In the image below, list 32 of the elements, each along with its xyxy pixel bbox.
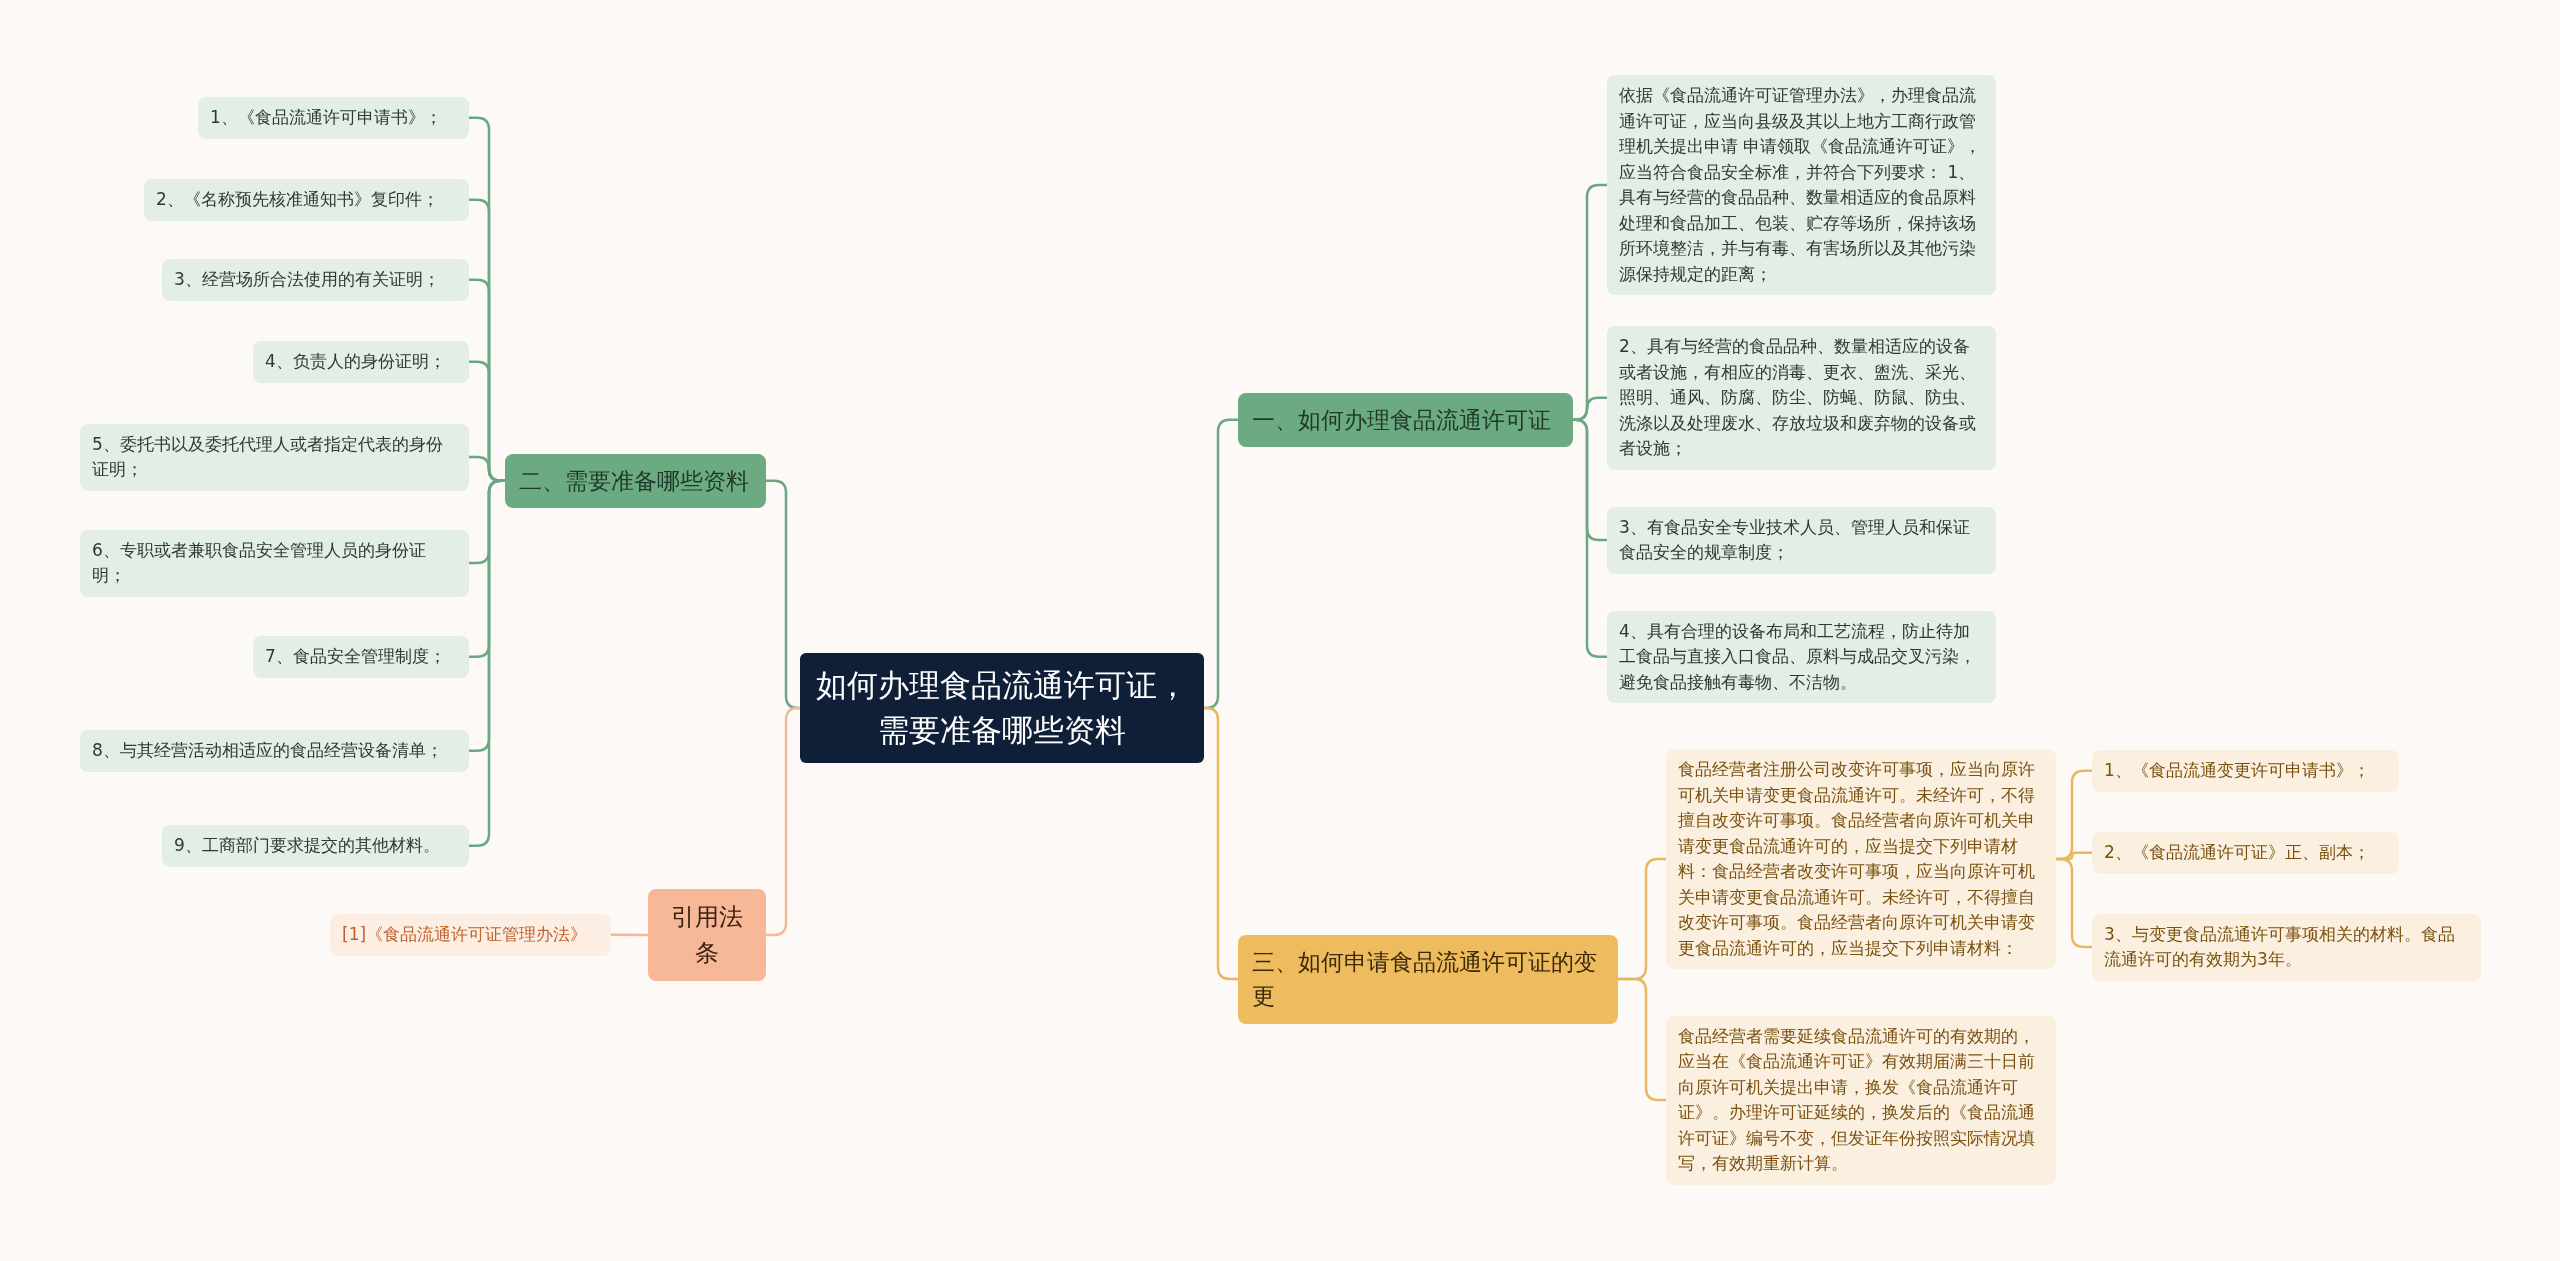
subtopic-box: 8、与其经营活动相适应的食品经营设备清单； — [80, 730, 469, 772]
subtopic-box: 1、《食品流通变更许可申请书》； — [2092, 750, 2399, 792]
connector-line — [1203, 706, 1238, 981]
subtopic-box: 2、具有与经营的食品品种、数量相适应的设备或者设施，有相应的消毒、更衣、盥洗、采光、照明、通风、防腐、防尘、防蝇、防鼠、防虫、洗涤以及处理废水、存放垃圾和废弃物的设备或者设施； — [1607, 326, 1996, 470]
subtopic-box: 食品经营者需要延续食品流通许可的有效期的，应当在《食品流通许可证》有效期届满三十日前向原许可机关提出申请，换发《食品流通许可证》。办理许可证延续的，换发后的《食品流通许可证》编号不变，但发证年份按照实际情况填写，有效期重新计算。 — [1666, 1015, 2056, 1185]
connector-line — [2056, 857, 2092, 949]
connector-line — [1618, 977, 1666, 1102]
subtopic-box: 3、有食品安全专业技术人员、管理人员和保证食品安全的规章制度； — [1607, 506, 1996, 574]
central-topic-box: 如何办理食品流通许可证，需要准备哪些资料 — [800, 653, 1204, 763]
subtopic-box: 2、《名称预先核准通知书》复印件； — [144, 179, 469, 221]
subtopic-box: 4、负责人的身份证明； — [253, 341, 469, 383]
connector-line — [1573, 396, 1607, 421]
subtopic-box: 6、专职或者兼职食品安全管理人员的身份证明； — [80, 529, 469, 597]
connector-line — [1573, 183, 1607, 421]
subtopic-box: 4、具有合理的设备布局和工艺流程，防止待加工食品与直接入口食品、原料与成品交叉污染，避免食品接触有毒物、不洁物。 — [1607, 610, 1996, 703]
subtopic-box: 依据《食品流通许可证管理办法》，办理食品流通许可证，应当向县级及其以上地方工商行政管理机关提出申请 申请领取《食品流通许可证》，应当符合食品安全标准，并符合下列要求： 1、具有与经营的食品品种、数量相适应的食品原料处理和食品加工、包装、贮存等场所，保持该场所环境整洁，并与有毒、有害场所以及其他污染源保持规定的距离； — [1607, 75, 1996, 295]
subtopic-box: 1、《食品流通许可申请书》； — [198, 97, 469, 139]
connector-line — [766, 706, 800, 937]
subtopic-box: 食品经营者注册公司改变许可事项，应当向原许可机关申请变更食品流通许可。未经许可，不得擅自改变许可事项。食品经营者向原许可机关申请变更食品流通许可的，应当提交下列申请材料：食品经营者改变许可事项，应当向原许可机关申请变更食品流通许可。未经许可，不得擅自改变许可事项。食品经营者向原许可机关申请变更食品流通许可的，应当提交下列申请材料： — [1666, 749, 2056, 969]
connector-line — [1573, 418, 1607, 658]
subtopic-box: 9、工商部门要求提交的其他材料。 — [162, 825, 469, 867]
subtopic-box: 7、食品安全管理制度； — [253, 636, 469, 678]
connector-line — [611, 933, 648, 937]
subtopic-box: 2、《食品流通许可证》正、副本； — [2092, 832, 2399, 874]
subtopic-box: 5、委托书以及委托代理人或者指定代表的身份证明； — [80, 423, 469, 491]
branch-topic-box: 三、如何申请食品流通许可证的变更 — [1238, 934, 1618, 1024]
branch-topic-box: 引用法条 — [648, 889, 766, 981]
subtopic-box: 3、与变更食品流通许可事项相关的材料。食品流通许可的有效期为3年。 — [2092, 913, 2481, 981]
reference-box: [1]《食品流通许可证管理办法》 — [330, 914, 611, 956]
branch-topic-box: 一、如何办理食品流通许可证 — [1238, 392, 1573, 447]
branch-topic-box: 二、需要准备哪些资料 — [505, 453, 766, 508]
subtopic-box: 3、经营场所合法使用的有关证明； — [162, 259, 469, 301]
